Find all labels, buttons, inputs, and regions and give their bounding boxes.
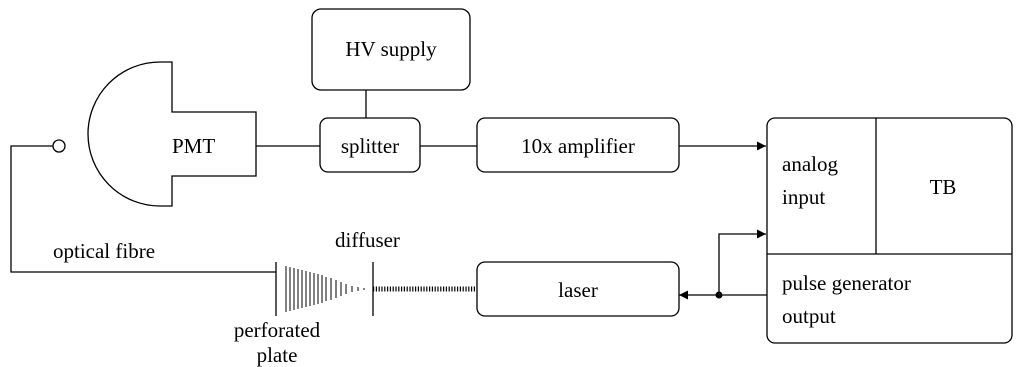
optical-fibre xyxy=(10,139,276,273)
light-cone xyxy=(285,266,365,312)
pmt xyxy=(87,61,257,207)
amplifier-box xyxy=(476,117,680,173)
laser-label: laser xyxy=(558,278,598,302)
tb-label: TB xyxy=(930,175,957,199)
analog-input-label-2: input xyxy=(782,185,825,209)
splitter-box xyxy=(319,117,421,173)
splitter-label: splitter xyxy=(341,134,399,158)
pmt-label: PMT xyxy=(172,134,215,158)
pulse-generator-label-1: pulse generator xyxy=(782,271,911,295)
tb-module xyxy=(766,117,1013,344)
diffuser-label: diffuser xyxy=(335,228,400,252)
amplifier-label: 10x amplifier xyxy=(521,134,635,158)
perforated-plate-label-1: perforated xyxy=(234,318,321,342)
optical-fibre-label: optical fibre xyxy=(53,239,155,263)
hv-supply-box xyxy=(311,8,471,91)
perforated-plate-label-2: plate xyxy=(257,343,298,367)
analog-input-label-1: analog xyxy=(782,152,838,176)
pulse-generator-label-2: output xyxy=(782,304,836,328)
trigger-wiring xyxy=(679,229,767,300)
hv-supply-label: HV supply xyxy=(345,37,437,61)
